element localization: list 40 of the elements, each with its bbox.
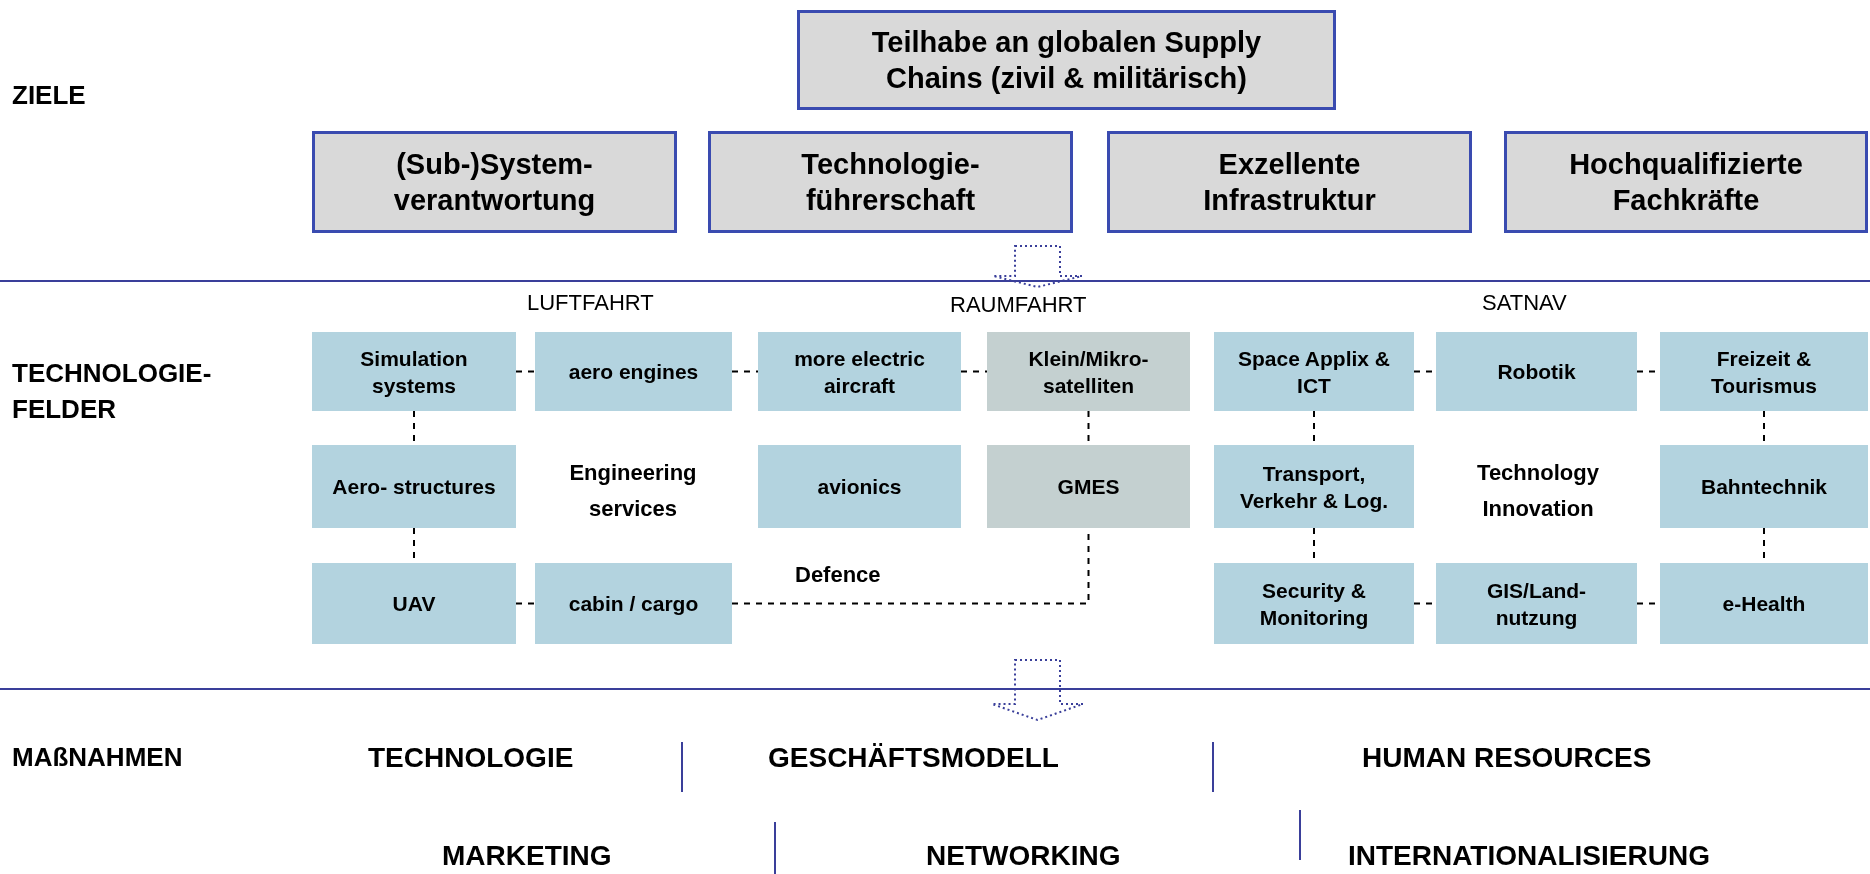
technology-field-box: Bahntechnik xyxy=(1660,445,1868,528)
measure-label: TECHNOLOGIE xyxy=(368,742,574,774)
technology-field-box: GIS/Land- nutzung xyxy=(1436,563,1637,644)
measure-label: INTERNATIONALISIERUNG xyxy=(1348,840,1710,872)
technology-field-box: Robotik xyxy=(1436,332,1637,411)
connector-line xyxy=(960,370,988,373)
section-heading: MAßNAHMEN xyxy=(12,742,183,773)
area-heading: RAUMFAHRT xyxy=(950,292,1087,318)
technology-field-box: avionics xyxy=(758,445,961,528)
technology-field-box: Freizeit & Tourismus xyxy=(1660,332,1868,411)
goal-box: (Sub-)System- verantwortung xyxy=(312,131,677,233)
area-heading: LUFTFAHRT xyxy=(527,290,654,316)
technology-field-box: Klein/Mikro- satelliten xyxy=(987,332,1190,411)
technology-field-box: Simulation systems xyxy=(312,332,516,411)
technology-field-box: e-Health xyxy=(1660,563,1868,644)
area-heading: SATNAV xyxy=(1482,290,1567,316)
technology-field-box: Security & Monitoring xyxy=(1214,563,1414,644)
measure-label: NETWORKING xyxy=(926,840,1121,872)
technology-field-box: UAV xyxy=(312,563,516,644)
goal-box: Technologie- führerschaft xyxy=(708,131,1073,233)
technology-field-box: more electric aircraft xyxy=(758,332,961,411)
measure-label: HUMAN RESOURCES xyxy=(1362,742,1652,774)
technology-field-box: Aero- structures xyxy=(312,445,516,528)
field-label: Engineering services xyxy=(568,459,698,523)
measure-label: MARKETING xyxy=(442,840,612,872)
goal-box: Exzellente Infrastruktur xyxy=(1107,131,1472,233)
connector-line xyxy=(515,370,536,373)
goal-box: Hochqualifizierte Fachkräfte xyxy=(1504,131,1868,233)
technology-field-box: aero engines xyxy=(535,332,732,411)
technology-field-box: GMES xyxy=(987,445,1190,528)
section-heading: TECHNOLOGIE- FELDER xyxy=(12,357,213,426)
connector-line xyxy=(515,602,536,605)
connector-line xyxy=(731,370,759,373)
technology-field-box: Transport, Verkehr & Log. xyxy=(1214,445,1414,528)
goal-box: Teilhabe an globalen Supply Chains (zivil & militärisch) xyxy=(797,10,1336,110)
section-heading: ZIELE xyxy=(12,80,86,111)
field-label: Technology Innovation xyxy=(1476,459,1600,523)
measure-label: GESCHÄFTSMODELL xyxy=(768,742,1059,774)
technology-field-box: cabin / cargo xyxy=(535,563,732,644)
technology-field-box: Space Applix & ICT xyxy=(1214,332,1414,411)
